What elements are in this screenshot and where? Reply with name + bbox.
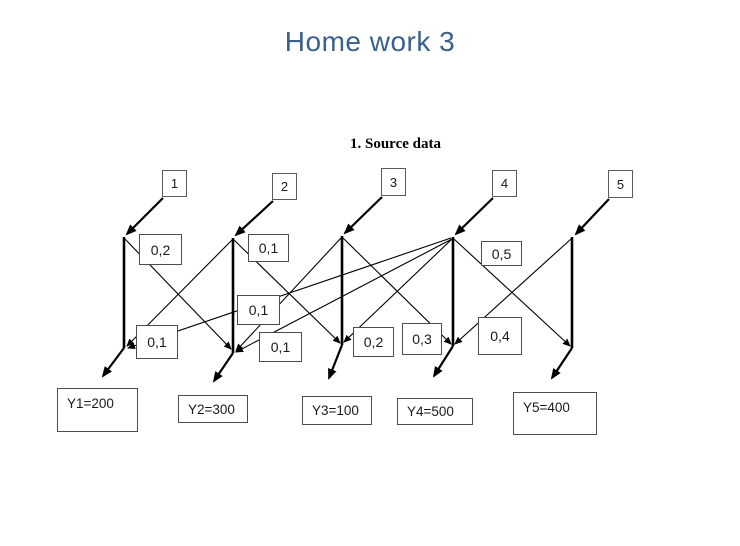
sink-label: Y2=300 bbox=[188, 401, 235, 417]
node-label: 4 bbox=[500, 176, 509, 191]
node-label: 3 bbox=[389, 174, 398, 190]
arrow-node1-in bbox=[125, 197, 164, 236]
prob-label: 0,4 bbox=[490, 328, 510, 344]
prob-box-6: 0,2 bbox=[353, 327, 394, 357]
prob-label: 0,1 bbox=[270, 339, 291, 355]
sink-box-Y2: Y2=300 bbox=[178, 395, 248, 423]
node-label: 1 bbox=[170, 176, 179, 191]
prob-box-8: 0,5 bbox=[481, 241, 522, 266]
arrow-sink2-out bbox=[212, 352, 234, 383]
prob-box-1: 0,2 bbox=[139, 234, 182, 265]
node-label: 5 bbox=[616, 176, 625, 192]
sink-box-Y1: Y1=200 bbox=[57, 388, 138, 432]
prob-box-5: 0,1 bbox=[259, 332, 302, 362]
arrow-node4-in bbox=[454, 197, 494, 236]
node-box-4: 4 bbox=[492, 170, 517, 197]
prob-label: 0,1 bbox=[147, 334, 167, 350]
prob-box-4: 0,1 bbox=[136, 325, 178, 359]
sink-label: Y5=400 bbox=[523, 400, 570, 415]
sink-label: Y4=500 bbox=[407, 404, 454, 419]
arrow-sink1-out bbox=[101, 347, 125, 378]
arrow-sink5-out bbox=[550, 347, 573, 380]
arrow-node2-in bbox=[234, 200, 274, 237]
node-label: 2 bbox=[280, 179, 289, 194]
edge-4-Y1 bbox=[127, 237, 452, 350]
sink-box-Y5: Y5=400 bbox=[513, 392, 597, 435]
node-box-1: 1 bbox=[162, 170, 187, 197]
node-box-2: 2 bbox=[272, 173, 297, 200]
sink-label: Y1=200 bbox=[67, 396, 114, 411]
prob-label: 0,2 bbox=[150, 241, 171, 258]
arrow-sink3-out bbox=[327, 344, 344, 380]
edge-4-Y3 bbox=[343, 238, 453, 343]
prob-label: 0,1 bbox=[258, 240, 279, 256]
prob-label: 0,2 bbox=[363, 334, 384, 350]
sink-label: Y3=100 bbox=[312, 403, 359, 418]
prob-box-3: 0,1 bbox=[237, 295, 280, 325]
edge-5-Y4 bbox=[454, 238, 572, 345]
arrow-sink4-out bbox=[432, 345, 454, 378]
prob-label: 0,3 bbox=[412, 331, 432, 347]
node-box-3: 3 bbox=[381, 168, 406, 196]
prob-box-7: 0,3 bbox=[402, 323, 442, 355]
arrow-node3-in bbox=[343, 196, 383, 235]
section-heading: 1. Source data bbox=[350, 136, 441, 152]
prob-box-2: 0,1 bbox=[248, 234, 289, 262]
arrow-node5-in bbox=[574, 198, 610, 236]
prob-label: 0,1 bbox=[248, 302, 269, 318]
prob-box-9: 0,4 bbox=[478, 317, 522, 355]
prob-label: 0,5 bbox=[491, 245, 512, 262]
edge-3-Y2 bbox=[235, 237, 342, 352]
page-title: Home work 3 bbox=[284, 26, 456, 57]
node-box-5: 5 bbox=[608, 170, 633, 198]
sink-box-Y3: Y3=100 bbox=[302, 396, 372, 425]
sink-box-Y4: Y4=500 bbox=[397, 398, 473, 425]
